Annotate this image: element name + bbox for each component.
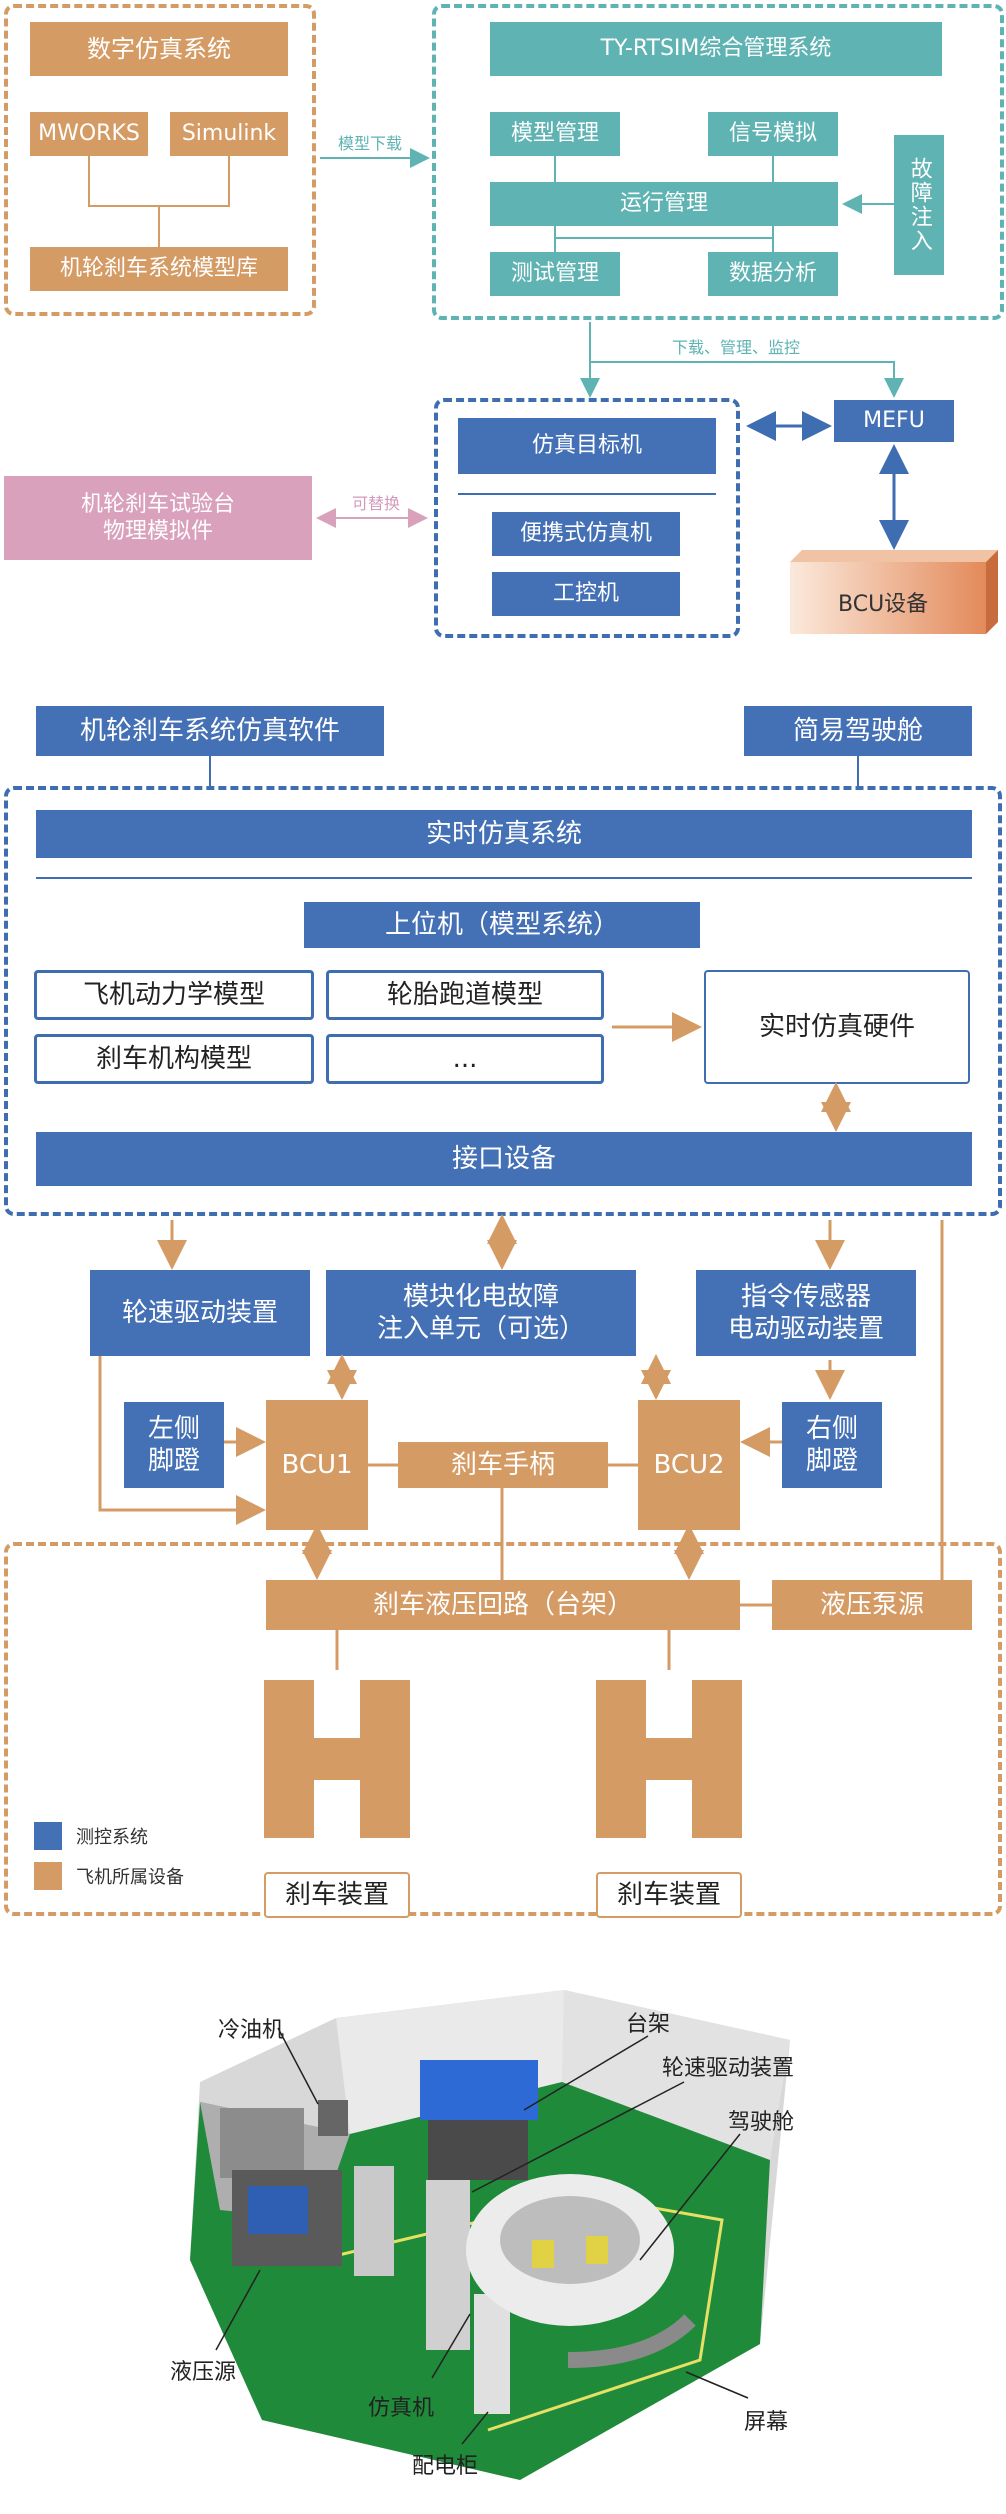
label-oil-cooler: 冷油机 — [218, 2018, 285, 2043]
tire-runway-model-box: 轮胎跑道模型 — [326, 970, 604, 1020]
legend-aircraft-swatch — [34, 1862, 62, 1890]
section2-connectors — [36, 756, 972, 1670]
label-bench: 台架 — [626, 2012, 671, 2037]
brake-bench-line2: 物理模拟件 — [102, 519, 213, 544]
fault-injection-unit-box: 模块化电故障 注入单元（可选） — [326, 1270, 636, 1356]
mefu-box: MEFU — [834, 400, 954, 442]
data-analysis-box: 数据分析 — [708, 252, 838, 296]
model-download-label: 模型下载 — [338, 134, 403, 153]
legend-aircraft-label: 飞机所属设备 — [76, 1867, 184, 1888]
brake-bench-line1: 机轮刹车试验台 — [80, 491, 235, 517]
aircraft-model-box: 飞机动力学模型 — [34, 970, 314, 1020]
digital-sim-group — [4, 4, 316, 316]
rt-sim-system-box: 实时仿真系统 — [36, 810, 972, 858]
legend-measure-label: 测控系统 — [76, 1827, 148, 1848]
command-sensor-drive-box: 指令传感器 电动驱动装置 — [696, 1270, 916, 1356]
brake-bench-box: 机轮刹车试验台 物理模拟件 — [4, 476, 312, 560]
legend-measure: 测控系统 — [34, 1822, 148, 1850]
bcu-device-label: BCU设备 — [838, 592, 929, 617]
section1-connectors — [88, 148, 909, 550]
wheel-speed-drive-box: 轮速驱动装置 — [90, 1270, 310, 1356]
test-management-box: 测试管理 — [490, 252, 620, 296]
bcu-device-shape — [790, 550, 998, 634]
label-screen: 屏幕 — [744, 2410, 789, 2435]
facility-3d-illustration — [190, 1990, 790, 2480]
bcu1-box: BCU1 — [266, 1400, 368, 1530]
ipc-box: 工控机 — [492, 572, 680, 616]
fault-unit-line2: 注入单元（可选） — [376, 1314, 585, 1344]
ty-rtsim-title: TY-RTSIM综合管理系统 — [490, 22, 942, 76]
command-sensor-line2: 电动驱动装置 — [727, 1314, 884, 1344]
fault-injection-box: 故障注入 — [894, 135, 944, 275]
signal-simulation-box: 信号模拟 — [708, 112, 838, 156]
left-pedal-line1: 左侧 — [147, 1413, 200, 1444]
sim-software-box: 机轮刹车系统仿真软件 — [36, 706, 384, 756]
left-pedal-box: 左侧 脚蹬 — [124, 1402, 224, 1488]
brake-mechanism-model-box: 刹车机构模型 — [34, 1034, 314, 1084]
label-power-cabinet: 配电柜 — [412, 2454, 479, 2479]
brake-handle-box: 刹车手柄 — [398, 1442, 608, 1488]
right-pedal-line2: 脚蹬 — [805, 1446, 858, 1476]
mworks-box: MWORKS — [30, 112, 148, 156]
label-hydraulic-source: 液压源 — [170, 2360, 237, 2385]
legend-aircraft: 飞机所属设备 — [34, 1862, 184, 1890]
host-box: 上位机（模型系统） — [304, 902, 700, 948]
right-pedal-line1: 右侧 — [805, 1413, 858, 1444]
hydraulic-loop-box: 刹车液压回路（台架） — [266, 1580, 740, 1630]
ty-rtsim-group — [432, 4, 1004, 320]
model-management-box: 模型管理 — [490, 112, 620, 156]
left-pedal-line2: 脚蹬 — [147, 1446, 200, 1476]
legend-measure-swatch — [34, 1822, 62, 1850]
label-cockpit: 驾驶舱 — [728, 2110, 795, 2135]
sim-target-box: 仿真目标机 — [458, 418, 716, 474]
hydraulic-pump-box: 液压泵源 — [772, 1580, 972, 1630]
label-simulator: 仿真机 — [368, 2396, 435, 2421]
bcu-device-block: BCU设备 — [790, 550, 998, 634]
fault-unit-line1: 模块化电故障 — [402, 1281, 559, 1312]
label-wheel-drive: 轮速驱动装置 — [662, 2056, 795, 2081]
bcu2-box: BCU2 — [638, 1400, 740, 1530]
command-sensor-line1: 指令传感器 — [740, 1281, 871, 1312]
brake-device-right: 刹车装置 — [596, 1872, 742, 1918]
model-library-box: 机轮刹车系统模型库 — [30, 247, 288, 291]
interface-device-box: 接口设备 — [36, 1132, 972, 1186]
more-models-box: ... — [326, 1034, 604, 1084]
right-pedal-box: 右侧 脚蹬 — [782, 1402, 882, 1488]
simulink-box: Simulink — [170, 112, 288, 156]
rt-sim-hardware-box: 实时仿真硬件 — [704, 970, 970, 1084]
brake-h-left — [264, 1680, 410, 1838]
target-machine-group — [434, 398, 740, 638]
portable-sim-box: 便携式仿真机 — [492, 512, 680, 556]
run-management-box: 运行管理 — [490, 182, 838, 226]
brake-device-left: 刹车装置 — [264, 1872, 410, 1918]
brake-h-right — [596, 1680, 742, 1838]
digital-sim-title: 数字仿真系统 — [30, 22, 288, 76]
cockpit-box: 简易驾驶舱 — [744, 706, 972, 756]
download-manage-monitor-label: 下载、管理、监控 — [672, 338, 801, 357]
